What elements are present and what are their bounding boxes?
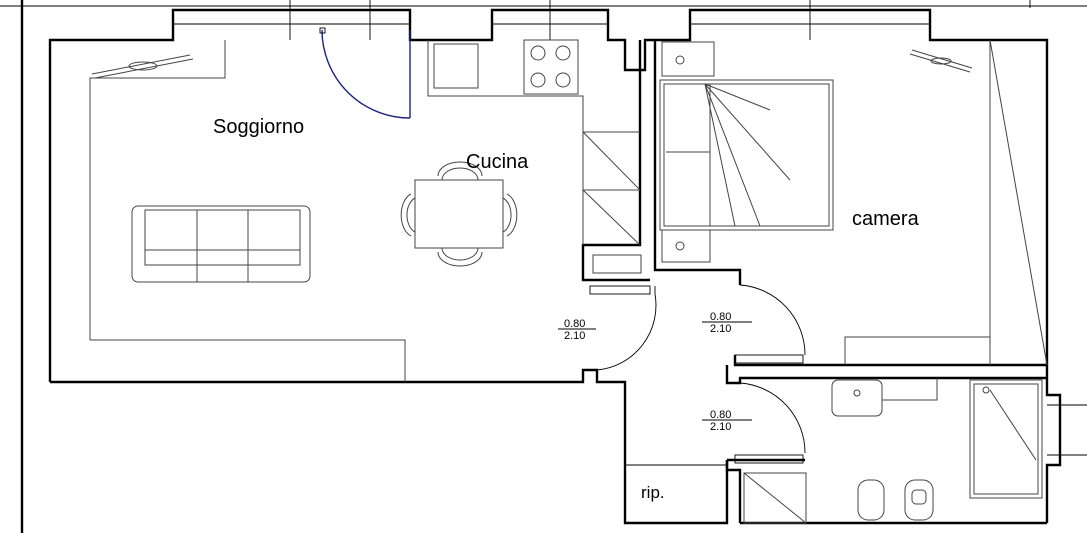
- room-label-camera: camera: [852, 208, 920, 230]
- door-3-height: 2.10: [710, 421, 731, 433]
- door-dimension-3: 0.80 2.10: [702, 409, 752, 433]
- wardrobe: [844, 39, 1048, 366]
- bed: [659, 79, 834, 231]
- bathroom-fixtures: [743, 378, 1043, 524]
- room-label-soggiorno: Soggiorno: [213, 116, 304, 138]
- door-dimension-1: 0.80 2.10: [558, 318, 596, 342]
- windows: [173, 0, 1087, 456]
- living-ac-unit: [91, 54, 194, 79]
- entrance-door: [319, 27, 411, 119]
- door-1-height: 2.10: [564, 330, 585, 342]
- room-label-ripostiglio: rip.: [641, 483, 665, 502]
- door-2-width: 0.80: [710, 311, 731, 323]
- inner-walls: [581, 40, 1047, 525]
- dining-table: [400, 161, 518, 267]
- living-rug: [89, 40, 406, 382]
- bedroom-ac-unit: [909, 49, 973, 73]
- kitchen-counter: [427, 39, 642, 274]
- bathroom-door: [734, 382, 806, 464]
- bedroom-door: [734, 284, 806, 364]
- door-dimension-2: 0.80 2.10: [702, 311, 752, 335]
- door-2-height: 2.10: [710, 323, 731, 335]
- door-3-width: 0.80: [710, 409, 731, 421]
- nightstands: [661, 41, 715, 263]
- living-door: [589, 285, 657, 371]
- room-label-cucina: Cucina: [466, 151, 529, 173]
- door-1-width: 0.80: [564, 318, 585, 330]
- sofa: [131, 205, 311, 283]
